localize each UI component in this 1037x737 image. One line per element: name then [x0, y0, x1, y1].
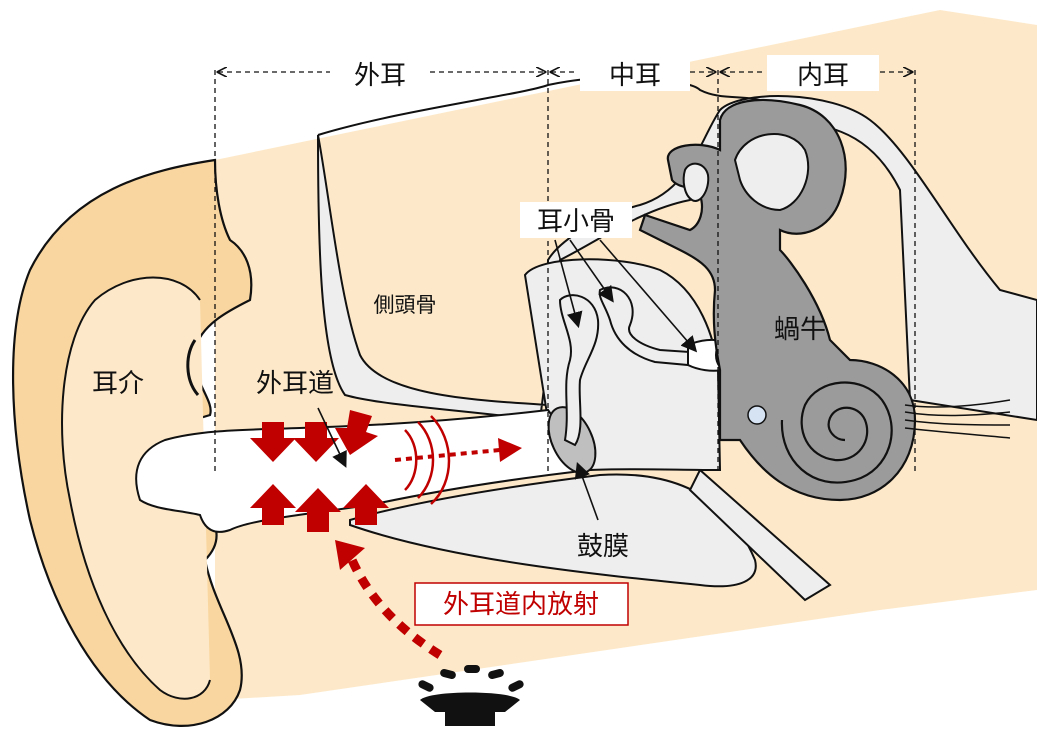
ossicle-pointer-1	[554, 239, 583, 329]
auditory-nerve	[904, 399, 1011, 439]
section-dividers	[214, 70, 916, 475]
radiation-label-box	[414, 582, 629, 626]
canal-loop-1	[733, 133, 810, 212]
ear-canal-pointer	[317, 407, 347, 468]
radiation-arrowhead	[335, 540, 365, 570]
pressure-arrows-up	[250, 484, 389, 532]
sound-path-arrowhead	[498, 438, 522, 462]
ossicles-label-bg	[520, 202, 632, 238]
radiation-path	[347, 558, 443, 659]
lower-bone	[349, 473, 757, 588]
section-label-inner: 内耳	[797, 61, 849, 91]
ossicle-pointer-3	[599, 239, 698, 353]
section-label-outer: 外耳	[354, 61, 406, 91]
cochlea-spiral	[780, 381, 893, 484]
ossicle-malleus	[558, 294, 600, 447]
section-label-bg-outer	[330, 55, 430, 91]
section-label-middle: 中耳	[609, 61, 661, 91]
label-pinna: 耳介	[92, 369, 144, 399]
sound-wave-arcs	[404, 415, 451, 505]
label-radiation: 外耳道内放射	[443, 590, 599, 620]
section-label-bg-inner	[767, 55, 879, 91]
round-window	[747, 405, 767, 425]
eardrum-pointer	[574, 461, 599, 521]
label-ossicles: 耳小骨	[537, 207, 615, 237]
pressure-arrows-down	[250, 410, 378, 462]
label-temporal-bone: 側頭骨	[374, 293, 437, 317]
eustachian-tube	[688, 468, 832, 602]
canal-loop-2	[682, 162, 710, 202]
ossicle-pointer-2	[569, 239, 614, 303]
ear-canal-lumen	[135, 408, 592, 533]
temporal-bone	[317, 95, 1037, 422]
label-ear-canal: 外耳道	[256, 369, 334, 399]
tragus	[186, 339, 200, 396]
label-cochlea: 蝸牛	[774, 315, 826, 345]
label-eardrum: 鼓膜	[577, 532, 629, 562]
speaker-icon	[418, 665, 524, 726]
section-label-bg-middle	[580, 55, 690, 91]
